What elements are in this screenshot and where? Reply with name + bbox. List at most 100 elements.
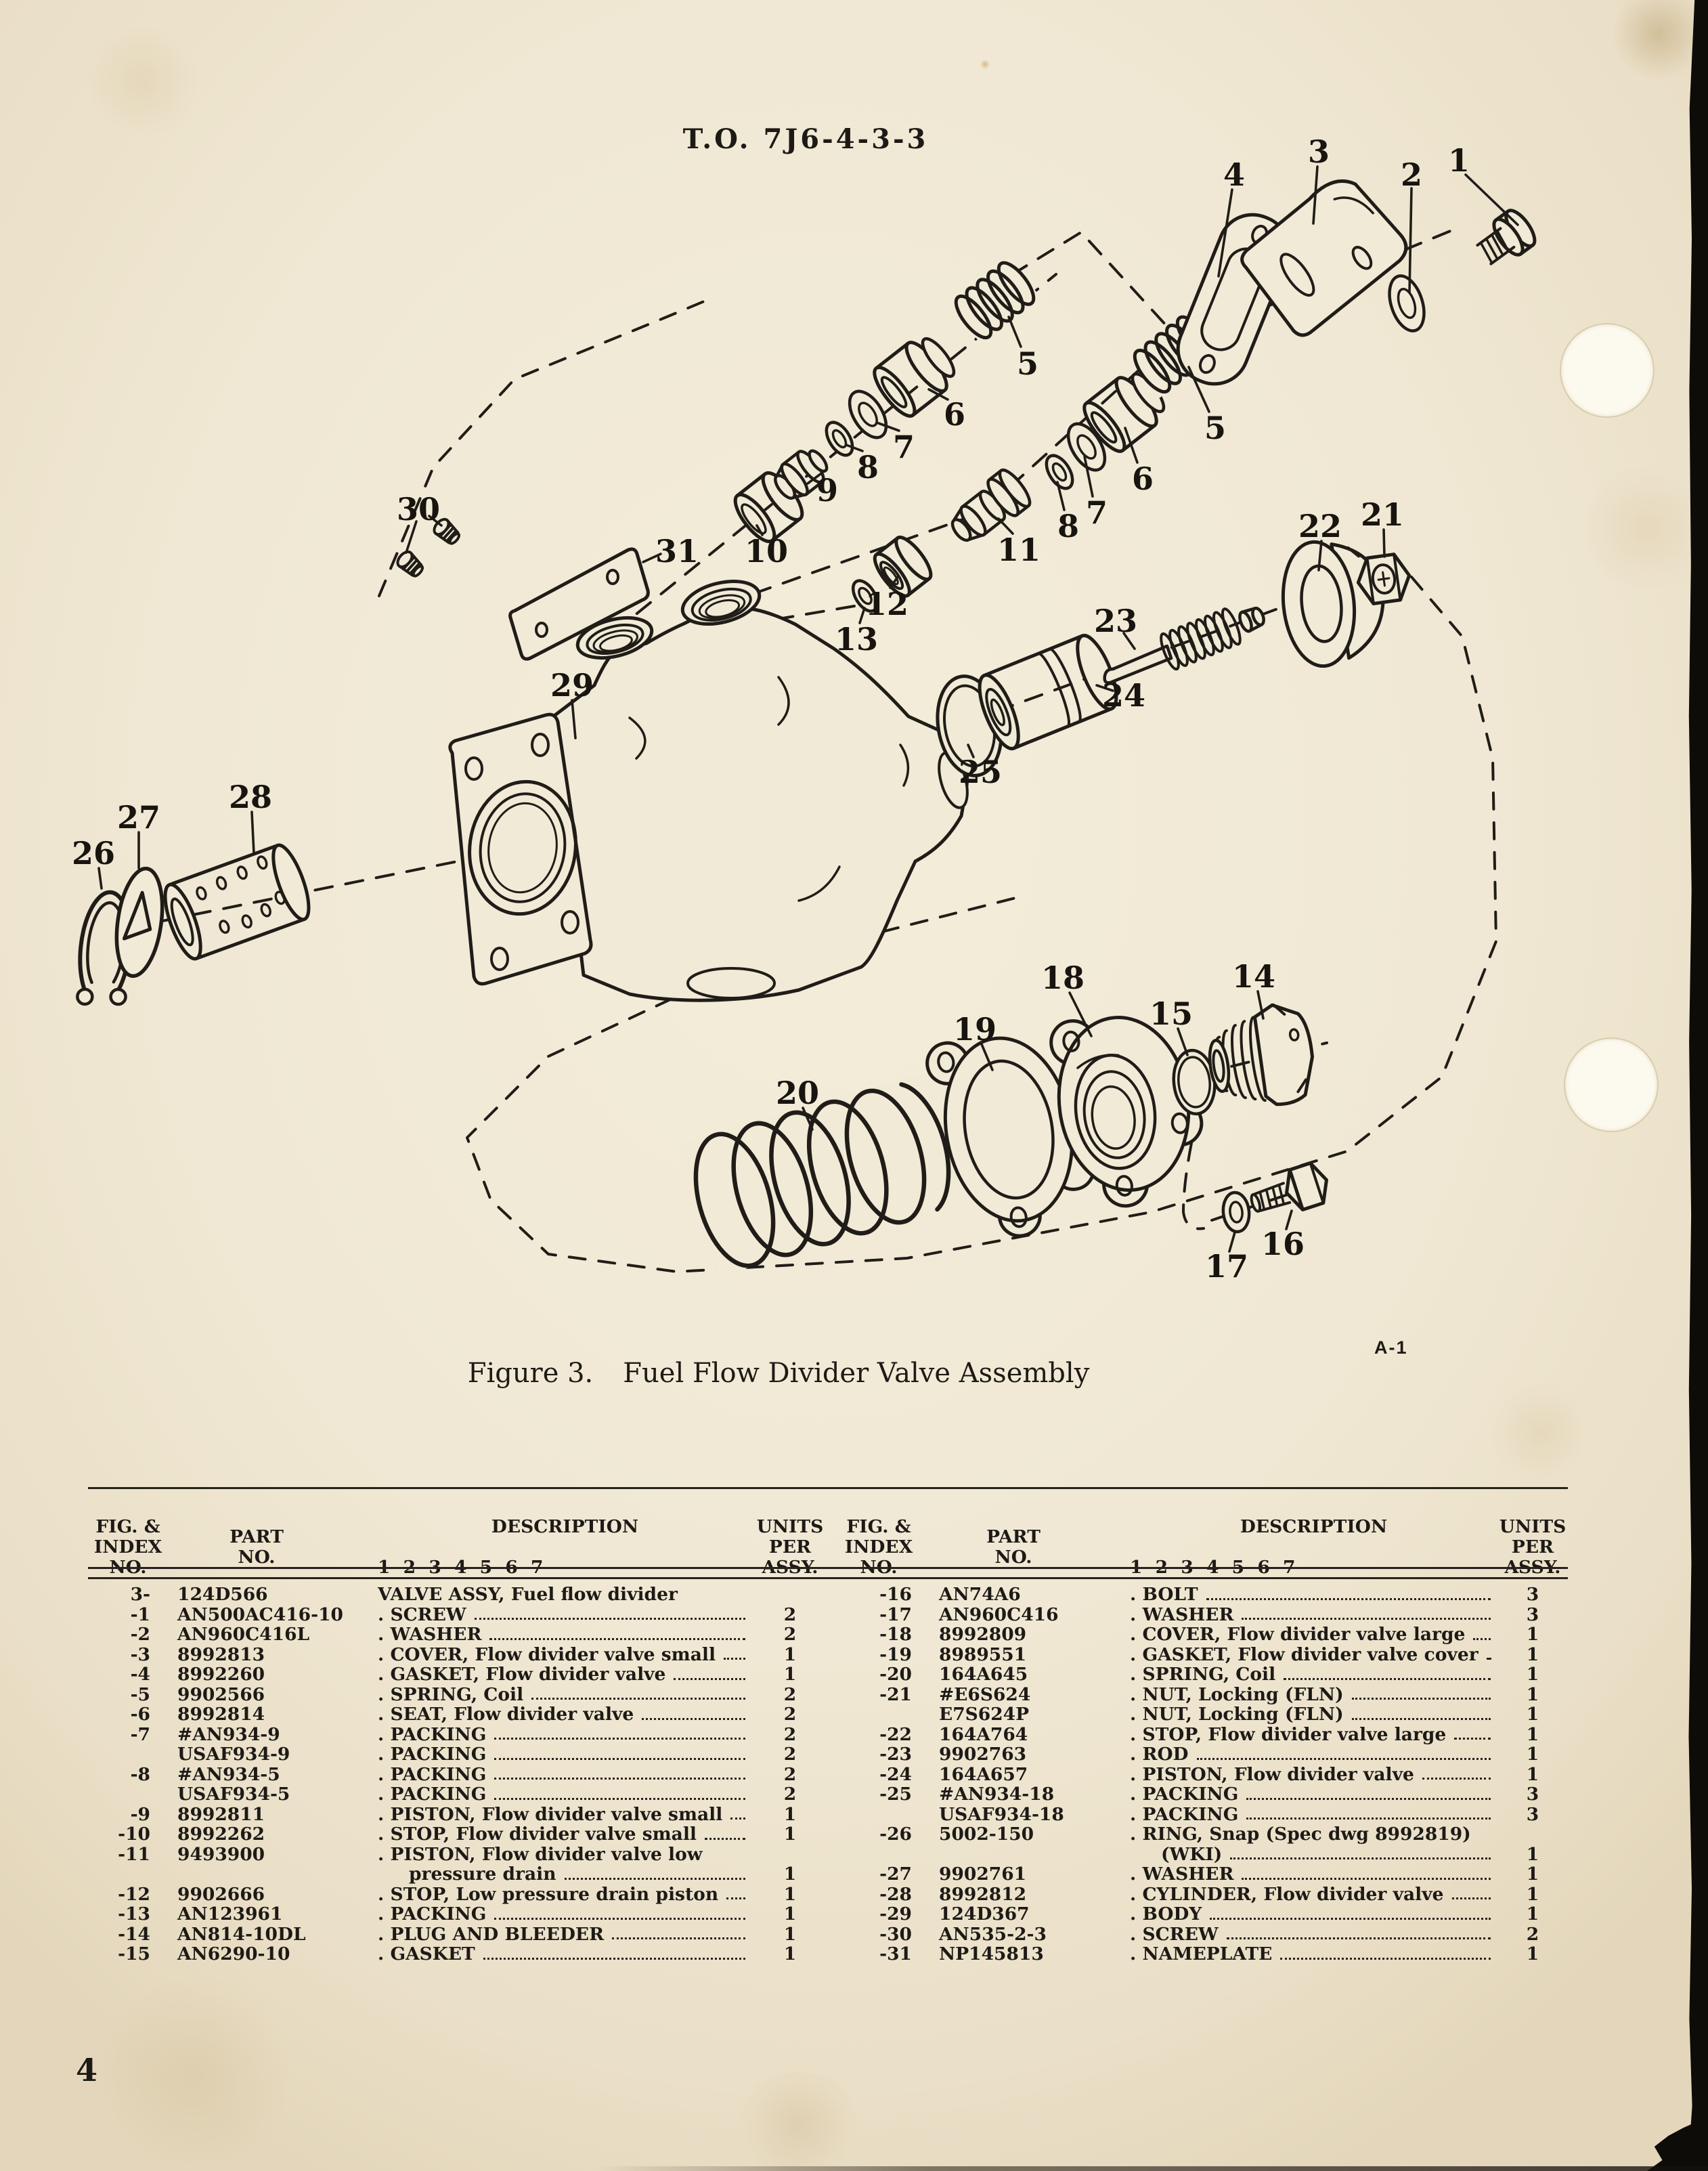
units-cell: 2 — [783, 1763, 797, 1785]
part-screw-1 — [1476, 209, 1537, 265]
fig-index-cell — [828, 1704, 929, 1725]
col-description: DESCRIPTION 1 2 3 4 5 6 7 — [378, 1516, 639, 1578]
part-no-cell: 164A657 — [939, 1763, 1028, 1785]
units-cell: 3 — [1526, 1803, 1539, 1825]
units-cell: 2 — [783, 1784, 797, 1805]
units-cell: 1 — [1526, 1943, 1539, 1964]
figure-caption: Figure 3.Fuel Flow Divider Valve Assembl… — [0, 1358, 1557, 1389]
part-washer-17 — [1221, 1190, 1251, 1234]
part-screws-30 — [396, 517, 461, 578]
fig-index-cell: -30 — [879, 1923, 912, 1945]
col-description: DESCRIPTION 1 2 3 4 5 6 7 — [1130, 1516, 1388, 1578]
description-cell: . WASHER — [345, 1625, 752, 1645]
stain — [95, 1977, 298, 2167]
callout-leader-line — [1312, 165, 1319, 225]
description-cell: . PISTON, Flow divider valve — [1097, 1765, 1497, 1785]
description-cell: . PACKING — [345, 1784, 752, 1805]
fig-index-cell: -15 — [118, 1943, 150, 1964]
description-cell: . COVER, Flow divider valve large — [1097, 1625, 1497, 1645]
units-cell: 1 — [1526, 1723, 1539, 1745]
callout-leader-line — [571, 699, 577, 739]
description-text: . PACKING — [1130, 1804, 1239, 1824]
table-header-left: FIG. & INDEX NO. PART NO. DESCRIPTION 1 … — [88, 1497, 828, 1578]
fig-index-cell — [88, 1784, 168, 1805]
callout-label: 27 — [117, 799, 160, 836]
fig-index-cell: -19 — [879, 1643, 912, 1665]
units-cell: 2 — [783, 1744, 797, 1765]
punch-hole — [1564, 1037, 1659, 1132]
description-text: . PLUG AND BLEEDER — [378, 1924, 605, 1944]
part-bolt-16 — [1250, 1161, 1328, 1213]
description-text: . NUT, Locking (FLN) — [1130, 1704, 1344, 1725]
units-cell: 1 — [783, 1824, 797, 1845]
fig-index-cell: -16 — [879, 1584, 912, 1605]
description-cell: . SCREW — [345, 1605, 752, 1625]
callout-label: 5 — [1204, 410, 1226, 446]
dot-leader — [1486, 1658, 1491, 1660]
part-no-cell: 9902566 — [177, 1683, 265, 1705]
part-no-cell: AN960C416L — [177, 1624, 310, 1645]
fig-index-cell: 3- — [130, 1584, 150, 1605]
description-text: . PACKING — [378, 1784, 487, 1805]
description-cell: . BOLT — [1097, 1585, 1497, 1605]
units-cell: 1 — [783, 1643, 797, 1665]
part-stop-12 — [873, 535, 933, 598]
part-no-cell: NP145813 — [939, 1943, 1044, 1964]
callout-label: 20 — [776, 1075, 819, 1111]
callout-leader-line — [97, 867, 103, 890]
description-cell: . ROD — [1097, 1744, 1497, 1765]
part-no-cell: 8992812 — [939, 1883, 1027, 1905]
dot-leader — [1422, 1778, 1491, 1780]
dot-leader — [612, 1937, 745, 1939]
callout-leader-line — [927, 388, 949, 401]
description-text: . SCREW — [1130, 1924, 1219, 1944]
units-cell: 2 — [783, 1683, 797, 1705]
description-cell: . BODY — [1097, 1904, 1497, 1925]
fig-index-cell: -1 — [130, 1604, 150, 1625]
callout-leader-line — [806, 473, 822, 485]
callout-label: 31 — [655, 533, 699, 569]
part-no-cell: 164A645 — [939, 1664, 1028, 1685]
callout-leader-line — [1124, 427, 1139, 464]
callout-label: 23 — [1094, 603, 1137, 639]
description-text: . PISTON, Flow divider valve — [1130, 1764, 1414, 1784]
part-cover-18 — [1049, 1016, 1204, 1208]
technical-order-number: T.O. 7J6-4-3-3 — [682, 123, 929, 155]
part-packing-8 — [825, 421, 854, 457]
fig-index-cell: -14 — [118, 1923, 150, 1945]
part-no-cell: #E6S624 — [939, 1683, 1031, 1705]
description-cell: pressure drain — [345, 1864, 752, 1885]
description-text: VALVE ASSY, Fuel flow divider — [378, 1585, 678, 1605]
description-cell: . NUT, Locking (FLN) — [1097, 1685, 1497, 1705]
part-no-cell: AN74A6 — [939, 1584, 1021, 1605]
dot-leader — [1451, 1897, 1491, 1899]
units-cell: 2 — [783, 1604, 797, 1625]
callout-leader-line — [1007, 316, 1022, 348]
description-text: . PACKING — [378, 1744, 487, 1765]
fig-index-cell: -17 — [879, 1604, 912, 1625]
dot-leader — [1242, 1618, 1491, 1620]
fig-index-cell: -12 — [118, 1883, 150, 1905]
figure-caption-label: Figure 3. — [467, 1358, 594, 1389]
page-number: 4 — [76, 2052, 98, 2088]
description-cell: . STOP, Low pressure drain piston — [345, 1885, 752, 1905]
part-no-cell: 9902763 — [939, 1744, 1027, 1765]
part-cover-14 — [1208, 1003, 1314, 1106]
dot-leader — [730, 1818, 745, 1820]
part-piston-9 — [774, 449, 829, 500]
callout-label: 24 — [1102, 677, 1145, 714]
callout-label: 3 — [1308, 133, 1330, 170]
description-text: . SCREW — [378, 1604, 466, 1625]
dot-leader — [483, 1957, 745, 1960]
units-cell: 1 — [1526, 1904, 1539, 1925]
part-no-cell: 124D566 — [177, 1584, 268, 1605]
fig-index-cell: -26 — [879, 1824, 912, 1845]
fig-index-cell — [828, 1805, 929, 1825]
